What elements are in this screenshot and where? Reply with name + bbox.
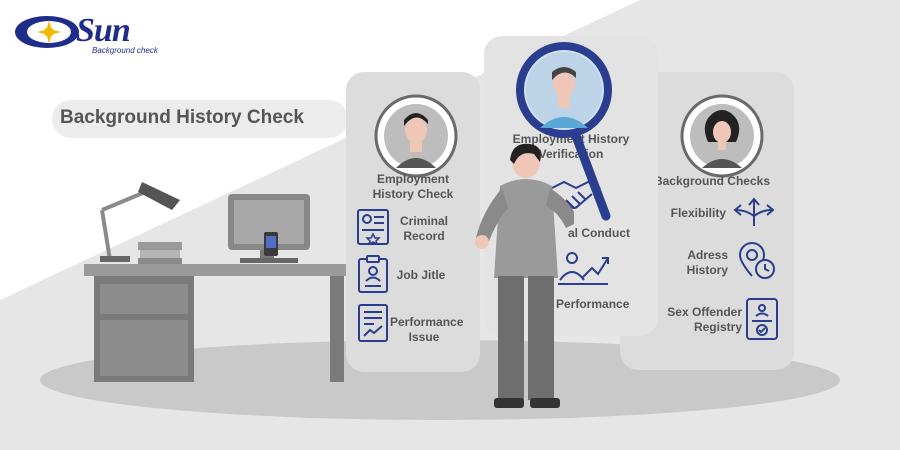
desk-illustration: [84, 182, 354, 382]
sun-logo-icon: [15, 16, 79, 48]
sex-offender-registry-label: Sex Offender Registry: [667, 305, 742, 334]
conduct-label: al Conduct: [568, 226, 630, 240]
employee-avatar-icon: [374, 94, 458, 178]
location-clock-icon: [738, 242, 775, 279]
chart-document-icon: [358, 304, 388, 342]
address-history-label: Adress History: [686, 248, 728, 277]
brand-tagline: Background check: [92, 46, 158, 55]
id-card-icon: [357, 209, 389, 246]
person-chart-icon: [558, 252, 609, 285]
registry-document-icon: [746, 298, 778, 340]
job-title-label: Job Jitle: [396, 268, 446, 282]
flexibility-label: Flexibility: [670, 206, 726, 220]
brand-name: Sun: [76, 12, 131, 49]
performance-issue-label: Performance Issue: [390, 315, 464, 344]
page-title: Background History Check: [60, 107, 304, 128]
background-checks-heading: Background Checks: [653, 174, 771, 188]
person-illustration: [475, 143, 574, 408]
clipboard-profile-icon: [358, 255, 388, 293]
arrows-split-icon: [733, 197, 775, 226]
employment-history-check-heading: Employment History Check: [372, 172, 454, 201]
brand-logo[interactable]: Sun Background check: [12, 10, 162, 58]
criminal-record-label: Criminal Record: [399, 214, 448, 243]
title-pill: [52, 100, 348, 138]
performance-label: Performance: [556, 297, 630, 311]
magnifying-glass-icon: [516, 42, 612, 221]
female-avatar-icon: [680, 94, 764, 178]
